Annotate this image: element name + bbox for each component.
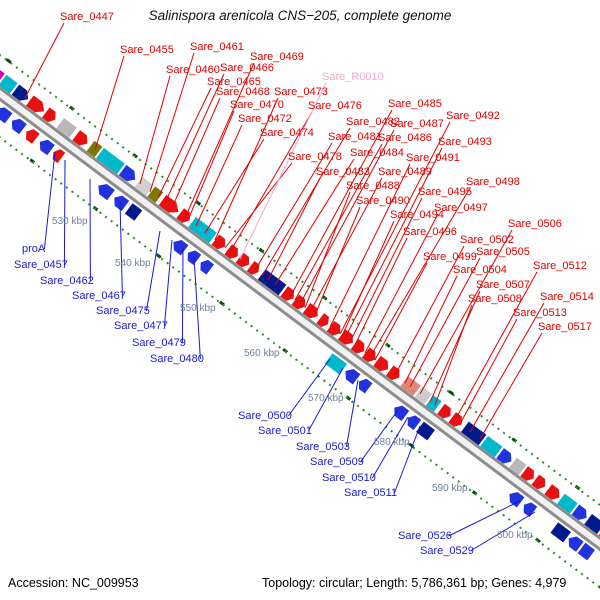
gene-label-forward: Sare_0496 [403,226,457,238]
gene-label-reverse: Sare_0529 [420,545,474,557]
gene-label-forward: Sare_0513 [513,307,567,319]
position-label: 530 kbp [52,216,88,227]
position-label: 540 kbp [115,258,151,269]
gene-label-reverse: Sare_0467 [72,290,126,302]
gene-label-forward: Sare_0481 [328,131,382,143]
gene-label-reverse: Sare_0475 [96,305,150,317]
gene-label-reverse: Sare_0462 [40,275,94,287]
gene-label-forward: Sare_0482 [346,116,400,128]
gene-label-reverse: Sare_0510 [322,472,376,484]
gene-label-forward: Sare_0466 [220,62,274,74]
gene-label-forward: Sare_0485 [388,98,442,110]
gene-label-forward: Sare_0468 [216,86,270,98]
gene-label-forward: Sare_0483 [316,166,370,178]
gene-label-forward: Sare_0492 [446,110,500,122]
gene-label-forward: Sare_0493 [438,136,492,148]
gene-label-reverse: Sare_0503 [296,441,350,453]
gene-label-forward: Sare_0476 [308,100,362,112]
gene-label-forward: Sare_0490 [356,195,410,207]
position-label: 600 kbp [497,530,533,541]
gene-label-forward: Sare_0499 [423,251,477,263]
gene-label-forward: Sare_0508 [468,293,522,305]
gene-label-forward: Sare_0478 [288,151,342,163]
gene-label-forward: Sare_0487 [390,118,444,130]
position-label: 590 kbp [432,483,468,494]
gene-label-reverse: Sare_0526 [398,530,452,542]
gene-label-forward: Sare_0474 [260,127,314,139]
gene-label-forward: Sare_0505 [476,246,530,258]
gene-label-forward: Sare_0465 [207,76,261,88]
gene-label-reverse: Sare_0479 [132,337,186,349]
gene-label-forward: Sare_0495 [418,186,472,198]
gene-label-reverse: proA [22,243,46,255]
gene-label-reverse: Sare_0477 [114,320,168,332]
gene-label-forward: Sare_0498 [466,176,520,188]
gene-label-forward: Sare_0484 [350,147,404,159]
gene-label-reverse: Sare_0509 [310,456,364,468]
gene-label-forward: Sare_0469 [250,51,304,63]
gene-label-forward: Sare_0497 [434,202,488,214]
gene-label-forward: Sare_0494 [390,209,444,221]
gene-label-reverse: Sare_0511 [344,487,398,499]
gene-label-forward: Sare_0507 [476,279,530,291]
position-label: 570 kbp [308,393,344,404]
gene-label-forward: Sare_0461 [190,41,244,53]
gene-label-forward: Sare_0486 [378,132,432,144]
figure-title: Salinispora arenicola CNS−205, complete … [148,8,452,23]
gene-label-forward: Sare_0460 [166,64,220,76]
gene-label-reverse: Sare_0500 [238,410,292,422]
gene-label-forward: Sare_0504 [453,264,507,276]
gene-label-forward: Sare_0512 [533,260,587,272]
gene-label-forward: Sare_0473 [274,86,328,98]
gene-label-reverse: Sare_0457 [14,259,68,271]
position-label: 550 kbp [180,303,216,314]
genome-summary-text: Topology: circular; Length: 5,786,361 bp… [262,576,567,590]
gene-label-forward: Sare_0491 [406,152,460,164]
position-label: 580 kbp [374,437,410,448]
gene-label-forward: Sare_0488 [346,180,400,192]
gene-label-forward: Sare_0514 [540,291,594,303]
gene-label-forward: Sare_0517 [538,321,592,333]
gene-label-reverse: Sare_0501 [258,425,312,437]
gene-label-forward: Sare_0447 [60,11,114,23]
accession-text: Accession: NC_009953 [8,576,139,590]
gene-label-forward: Sare_0502 [460,234,514,246]
gene-label-forward: Sare_0489 [378,166,432,178]
gene-label-reverse: Sare_0480 [150,353,204,365]
gene-label-forward: Sare_0470 [230,99,284,111]
gene-label-forward: Sare_0455 [120,44,174,56]
position-label: 560 kbp [244,348,280,359]
rna-gene-label: Sare_R0010 [322,71,384,83]
gene-label-forward: Sare_0506 [508,218,562,230]
gene-label-forward: Sare_0472 [238,113,292,125]
